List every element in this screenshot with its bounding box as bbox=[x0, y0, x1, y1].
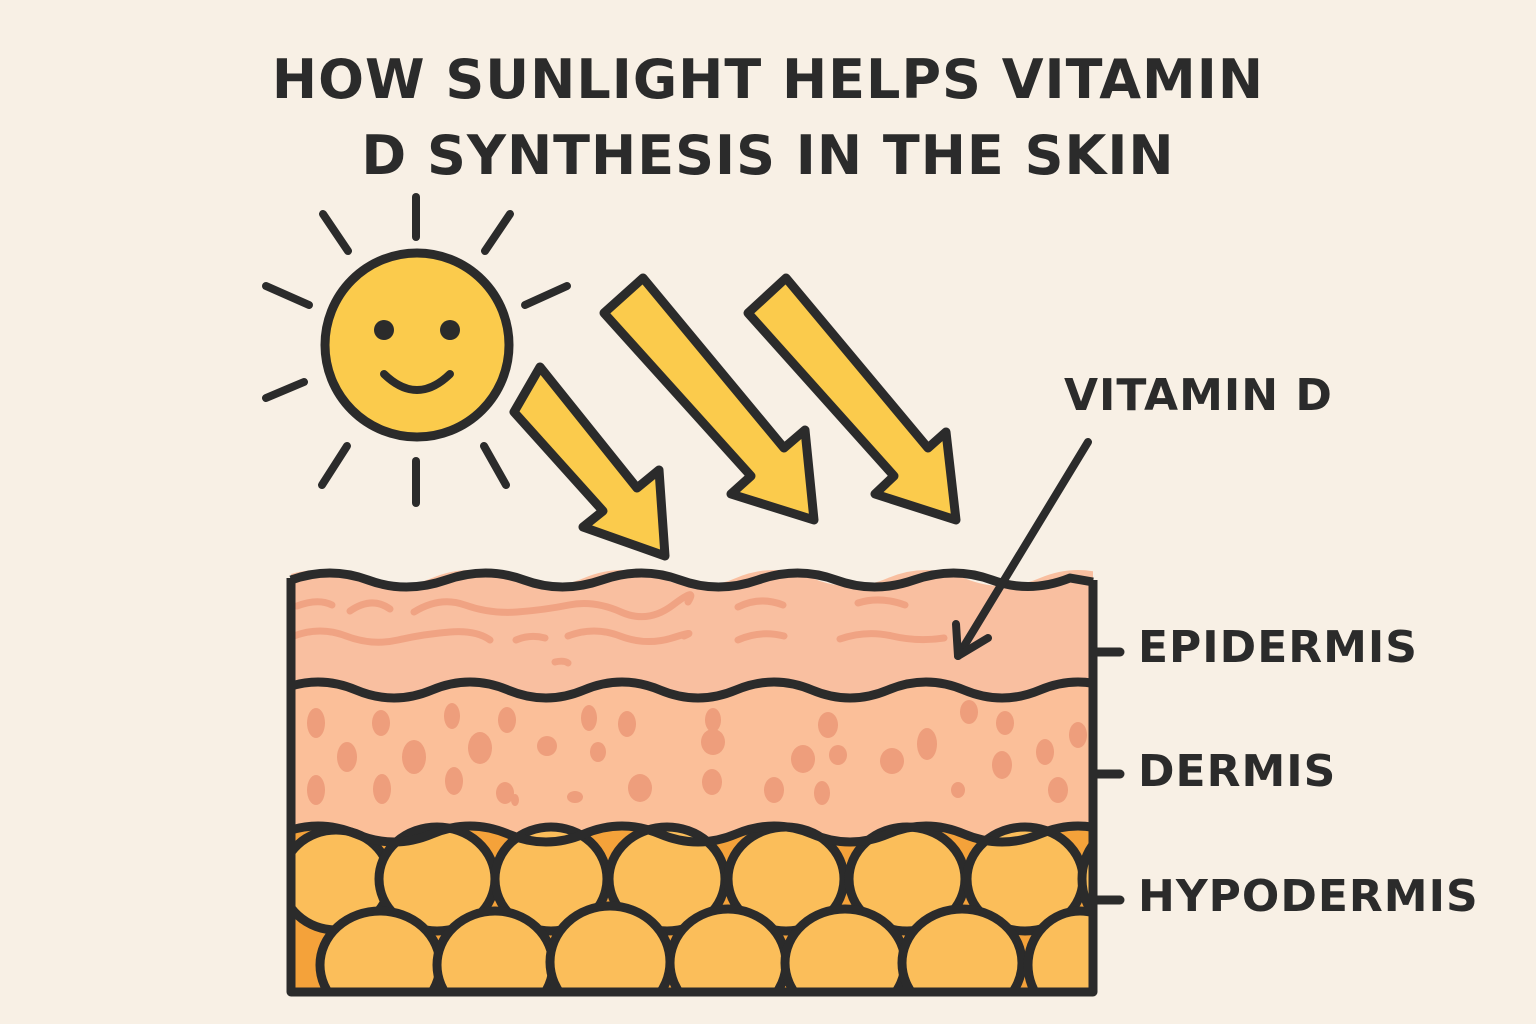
epidermis-texture bbox=[291, 591, 948, 667]
sun-eye-left bbox=[374, 320, 394, 340]
sunlight-arrow-icon bbox=[509, 362, 670, 561]
epidermis-label: EPIDERMIS bbox=[1138, 622, 1418, 673]
vitamin-d-pointer-arrow-icon bbox=[952, 438, 1092, 660]
sunlight-arrow-icon bbox=[743, 273, 961, 525]
dermis-texture bbox=[307, 700, 1087, 806]
hypodermis-label: HYPODERMIS bbox=[1138, 871, 1479, 922]
skin-surface bbox=[289, 568, 1094, 592]
skin-cross-section bbox=[291, 570, 1093, 992]
dermis-label: DERMIS bbox=[1138, 746, 1337, 797]
label-ticks bbox=[1088, 647, 1125, 905]
skin-outline bbox=[286, 578, 1098, 997]
sun-eye-right bbox=[440, 320, 460, 340]
page-title: HOW SUNLIGHT HELPS VITAMIN D SYNTHESIS I… bbox=[0, 42, 1536, 194]
vitamin-d-label: VITAMIN D bbox=[1064, 370, 1333, 421]
dermis-layer bbox=[291, 672, 1093, 840]
sunlight-arrow-icon bbox=[599, 273, 819, 525]
title-line-1: HOW SUNLIGHT HELPS VITAMIN bbox=[271, 48, 1265, 111]
title-line-2: D SYNTHESIS IN THE SKIN bbox=[361, 124, 1175, 187]
sun-icon bbox=[262, 193, 571, 507]
fat-cells bbox=[291, 822, 1093, 992]
